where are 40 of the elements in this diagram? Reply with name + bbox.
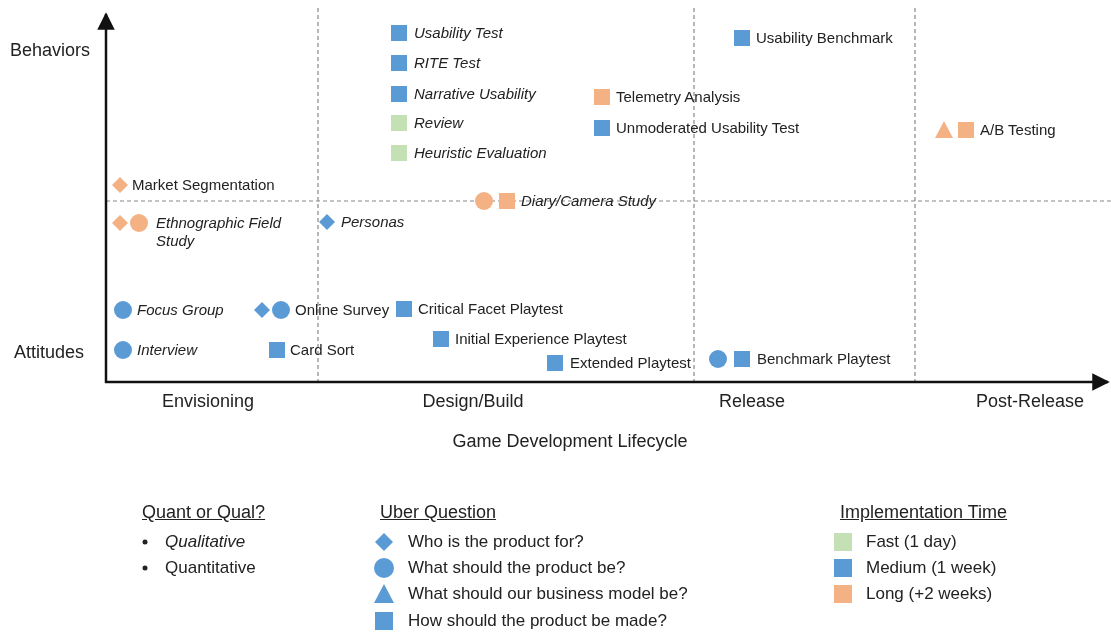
- legend-text: Qualitative: [165, 531, 246, 553]
- legend-heading: Quant or Qual?: [142, 501, 266, 523]
- method-label: Extended Playtest: [570, 354, 691, 372]
- legend-text: What should the product be?: [408, 557, 626, 579]
- legend-heading: Implementation Time: [840, 501, 1008, 523]
- method-label: Heuristic Evaluation: [414, 144, 547, 162]
- method-label: Interview: [137, 341, 198, 359]
- legend-text: Medium (1 week): [866, 557, 997, 579]
- method-label: Critical Facet Playtest: [418, 300, 564, 318]
- axis-label: Post-Release: [976, 390, 1085, 412]
- axis-title: Game Development Lifecycle: [452, 430, 688, 452]
- legend-text: How should the product be made?: [408, 610, 667, 632]
- axis-label: Behaviors: [10, 39, 91, 61]
- method-label: Benchmark Playtest: [757, 350, 891, 368]
- method-label: Online Survey: [295, 301, 390, 319]
- method-label: Narrative Usability: [414, 85, 536, 103]
- method-label: Personas: [341, 213, 405, 231]
- legend-text: Long (+2 weeks): [866, 583, 993, 605]
- method-label: Unmoderated Usability Test: [616, 119, 800, 137]
- method-label: A/B Testing: [980, 121, 1056, 139]
- axis-label: Envisioning: [162, 390, 255, 412]
- method-label: Review: [414, 114, 464, 132]
- method-label: Focus Group: [137, 301, 224, 319]
- method-label: Initial Experience Playtest: [455, 330, 627, 348]
- method-label: Diary/Camera Study: [521, 192, 657, 210]
- legend-text: Who is the product for?: [408, 531, 584, 553]
- legend-text: Quantitative: [165, 557, 256, 579]
- method-label: Card Sort: [290, 341, 355, 359]
- legend-text: What should our business model be?: [408, 583, 688, 605]
- method-label: Market Segmentation: [132, 176, 275, 194]
- axis-label: Design/Build: [422, 390, 524, 412]
- legend-heading: Uber Question: [380, 501, 497, 523]
- method-label: RITE Test: [414, 54, 481, 72]
- axis-label: Release: [719, 390, 786, 412]
- method-label: Usability Test: [414, 24, 503, 42]
- method-label: Usability Benchmark: [756, 29, 893, 47]
- axis-label: Attitudes: [14, 341, 85, 363]
- method-label: Telemetry Analysis: [616, 88, 741, 106]
- legend-text: Fast (1 day): [866, 531, 957, 553]
- method-label: Ethnographic Field Study: [156, 214, 283, 250]
